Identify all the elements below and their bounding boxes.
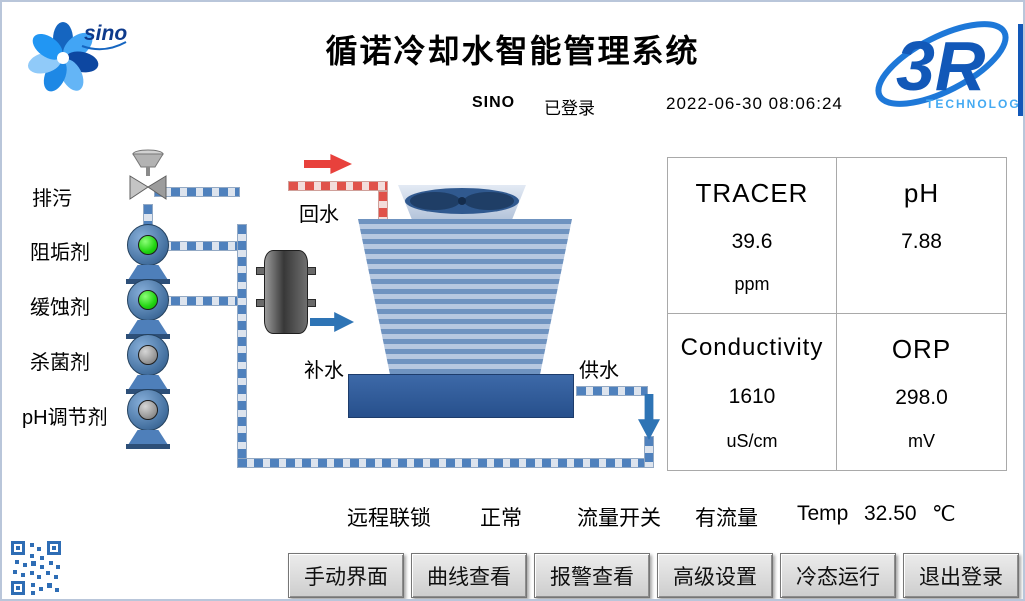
return-flow-arrow-icon	[304, 154, 352, 174]
reading-value: 298.0	[895, 386, 948, 409]
pump-body	[127, 389, 169, 431]
cooling-tower-fan-icon	[405, 188, 519, 214]
temperature-label: Temp	[797, 502, 849, 525]
reading-name: ORP	[891, 334, 952, 364]
system-datetime: 2022-06-30 08:06:24	[666, 94, 843, 113]
reading-name: TRACER	[695, 178, 809, 208]
dosing-pump-biocide[interactable]	[126, 334, 170, 394]
page-title: 循诺冷却水智能管理系统	[325, 33, 700, 69]
sino-pinwheel-icon	[28, 22, 99, 92]
dosing-pump-corrosion-inhibitor[interactable]	[126, 279, 170, 339]
reading-name: Conductivity	[680, 334, 824, 361]
pump-base	[128, 375, 168, 390]
makeup-water-label: 补水	[304, 360, 344, 382]
valve-body-left	[129, 175, 149, 200]
pump-status-indicator	[138, 400, 158, 420]
reading-conductivity: Conductivity 1610 uS/cm	[668, 314, 837, 470]
3r-logo-subtext: TECHNOLOGY	[926, 97, 1025, 111]
nav-button-manual-screen[interactable]: 手动界面	[288, 553, 404, 598]
pump-base	[128, 265, 168, 280]
vessel-nozzle	[307, 299, 316, 307]
pump-label-biocide: 杀菌剂	[30, 352, 90, 374]
cooling-tower-basin	[348, 374, 574, 418]
reading-ph: pH 7.88	[837, 158, 1006, 314]
makeup-flow-arrow-icon	[310, 312, 354, 332]
sino-logo-swoosh	[81, 41, 127, 51]
pump-base	[128, 320, 168, 335]
pump-foot	[126, 444, 170, 449]
pump-body	[127, 279, 169, 321]
valve-actuator	[132, 153, 164, 168]
sino-logo-wordmark: sino	[84, 22, 127, 45]
logged-in-username: SINO	[472, 94, 516, 111]
pump-label-scale-inhibitor: 阻垢剂	[30, 242, 90, 264]
pump-status-indicator	[138, 235, 158, 255]
nav-button-bar: 手动界面 曲线查看 报警查看 高级设置 冷态运行 退出登录	[288, 553, 1019, 598]
dosing-pump-ph-adjuster[interactable]	[126, 389, 170, 449]
blowdown-valve[interactable]	[125, 146, 171, 204]
supply-water-label: 供水	[579, 360, 619, 382]
interlock-label: 远程联锁	[347, 507, 431, 530]
pipe-supply-outlet	[576, 386, 648, 396]
return-water-label: 回水	[299, 204, 339, 226]
qr-code-icon	[10, 540, 62, 596]
reading-value: 39.6	[731, 229, 773, 253]
pump-label-ph-adjuster: pH调节剂	[22, 407, 108, 429]
supply-flow-arrow-icon	[638, 394, 660, 440]
reading-unit: uS/cm	[726, 431, 778, 451]
vessel-nozzle	[307, 267, 316, 275]
3r-technology-logo: 3R TECHNOLOGY	[875, 21, 1025, 116]
nav-button-logout[interactable]: 退出登录	[903, 553, 1019, 598]
pipe-return-horizontal	[288, 181, 388, 191]
reading-value: 1610	[728, 384, 776, 408]
pump-base	[128, 430, 168, 445]
flow-switch-label: 流量开关	[577, 507, 661, 530]
flow-switch-value: 有流量	[695, 507, 758, 530]
readings-panel: TRACER 39.6 ppm pH 7.88 Conductivity 161…	[667, 157, 1007, 471]
pipe-blowdown	[154, 187, 240, 197]
valve-stem	[146, 167, 150, 176]
reading-tracer: TRACER 39.6 ppm	[668, 158, 837, 314]
nav-button-curve-view[interactable]: 曲线查看	[411, 553, 527, 598]
reading-unit: mV	[908, 431, 935, 451]
reading-value: 7.88	[901, 230, 942, 253]
nav-button-advanced-settings[interactable]: 高级设置	[657, 553, 773, 598]
pipe-supply-drop	[644, 436, 654, 468]
pump-status-indicator	[138, 345, 158, 365]
nav-button-alarm-view[interactable]: 报警查看	[534, 553, 650, 598]
vessel-nozzle	[256, 299, 265, 307]
pump-body	[127, 224, 169, 266]
pipe-main-riser	[237, 224, 247, 468]
reading-name: pH	[903, 178, 940, 208]
cooling-tower-body	[358, 219, 572, 375]
pump-body	[127, 334, 169, 376]
blowdown-label: 排污	[32, 188, 72, 210]
temperature-value: 32.50	[864, 502, 917, 525]
3r-logo-wordmark: 3R	[896, 27, 986, 105]
temperature-unit: ℃	[932, 503, 956, 526]
login-status-text: 已登录	[544, 99, 595, 118]
dosing-pump-scale-inhibitor[interactable]	[126, 224, 170, 284]
reading-unit: ppm	[734, 274, 770, 294]
pump-status-indicator	[138, 290, 158, 310]
pipe-bottom-loop	[237, 458, 654, 468]
3r-orbit-swoosh	[875, 21, 1009, 107]
reading-orp: ORP 298.0 mV	[837, 314, 1006, 470]
filter-vessel	[256, 250, 316, 334]
pump-label-corrosion-inhibitor: 缓蚀剂	[30, 297, 90, 319]
sino-brand-logo: sino	[28, 22, 127, 92]
interlock-value: 正常	[480, 507, 522, 530]
3r-logo-edge-bar	[1018, 24, 1023, 116]
vessel-nozzle	[256, 267, 265, 275]
nav-button-cold-run[interactable]: 冷态运行	[780, 553, 896, 598]
valve-body-right	[147, 175, 167, 200]
